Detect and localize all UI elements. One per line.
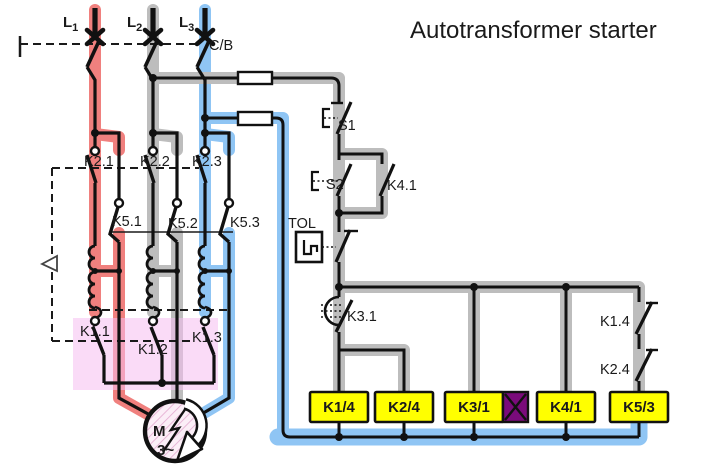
l1-base: L	[63, 14, 72, 31]
motor: M 3~	[142, 398, 208, 464]
s1-blade	[335, 101, 353, 135]
motor-arrow-body	[183, 400, 206, 446]
supply-l1-label: L1	[63, 14, 78, 34]
fuse-x-l1	[84, 27, 106, 47]
supply-l3-label: L3	[179, 14, 194, 34]
k41-blade	[378, 163, 396, 197]
cb-blade-l2	[143, 40, 159, 68]
l1-branch-right	[95, 131, 121, 199]
k5-3-label: K5.3	[230, 215, 260, 231]
control-return-wire	[205, 116, 639, 439]
coil-bottom-stubs	[337, 422, 641, 437]
control-feed-wire	[153, 76, 341, 103]
s1-label: S1	[338, 118, 356, 134]
contactor-coils: K1/4 K2/4 K3/1 K4/1 K5/3	[308, 390, 670, 424]
winding-l3	[197, 244, 206, 310]
k24-blade	[634, 348, 654, 382]
coil-k2-label: K2/4	[388, 399, 420, 416]
motor-arrow-head	[175, 430, 204, 463]
k1-2-label: K1.2	[138, 342, 168, 358]
k2-1-label: K2.1	[84, 154, 114, 170]
actuators	[310, 107, 330, 192]
k14-blade	[634, 301, 654, 335]
control-fuse-l2	[236, 70, 274, 86]
l1-line	[85, 66, 97, 133]
breaker-label: C/B	[209, 38, 233, 54]
k31-timer-arc	[323, 295, 340, 327]
motor-designation: M	[153, 423, 166, 440]
k2-4-label: K2.4	[600, 362, 630, 378]
dotted-links	[313, 117, 343, 318]
linkage-arrow-triangle	[39, 254, 58, 273]
cb-blade-l3	[195, 40, 211, 68]
tol-label: TOL	[288, 216, 316, 232]
k1-2-blade	[149, 326, 164, 356]
k1-3-blade	[201, 326, 216, 356]
diagram-title: Autotransformer starter	[410, 17, 657, 44]
coil-k5	[608, 390, 670, 424]
coil-k5-label: K5/3	[623, 399, 655, 416]
k2-2-blade	[143, 154, 156, 184]
coil-k4	[535, 390, 597, 424]
branch-coil2	[339, 348, 406, 392]
motor-feed-l1	[117, 242, 151, 417]
l2-base: L	[127, 14, 136, 31]
winding-l2	[145, 244, 154, 310]
k5-2-blade	[166, 206, 179, 244]
fuse-x-l2	[142, 27, 164, 47]
motor-system: 3~	[157, 442, 174, 459]
l1-sub: 1	[72, 22, 78, 34]
cb-blade-l1	[85, 40, 101, 68]
timer-x-mark	[504, 393, 527, 421]
k2-3-label: K2.3	[192, 154, 222, 170]
supply-l2-label: L2	[127, 14, 142, 34]
k1-4-label: K1.4	[600, 314, 630, 330]
k1-3-label: K1.3	[192, 330, 222, 346]
junction-dots	[91, 74, 570, 441]
tol-symbol-glyph	[302, 240, 319, 256]
control-fuse-l3	[236, 110, 274, 127]
k1-1-blade	[91, 326, 106, 356]
k2-3-blade	[195, 154, 208, 184]
coil-k1-label: K1/4	[323, 399, 355, 416]
k5-2-label: K5.2	[168, 216, 198, 232]
l3-branch-right	[205, 131, 231, 199]
coil-k1	[308, 390, 370, 424]
fuse-x-marks	[84, 27, 216, 47]
coil-k2	[373, 390, 435, 424]
k5-3-blade	[218, 206, 231, 244]
k3-1-label: K3.1	[347, 309, 377, 325]
l3-sub: 3	[188, 22, 194, 34]
motor-feed-l3	[199, 242, 231, 417]
coil-k4-label: K4/1	[550, 399, 582, 416]
k2-2-label: K2.2	[140, 154, 170, 170]
motor-arrow-tail	[162, 407, 187, 453]
k31-blade	[334, 299, 354, 333]
s2-blade	[335, 163, 353, 197]
k5-1-blade	[108, 206, 121, 244]
winding-l1	[87, 244, 96, 310]
l2-branch-right	[153, 131, 179, 199]
s2-button-bracket	[310, 170, 319, 192]
k41-branch-bottom	[339, 196, 384, 215]
k4-1-label: K4.1	[387, 178, 417, 194]
l3-base: L	[179, 14, 188, 31]
contact-terminals	[89, 145, 235, 327]
l2-sub: 2	[136, 22, 142, 34]
k1-1-label: K1.1	[80, 324, 110, 340]
coil-k3-label: K3/1	[458, 399, 490, 416]
tol-blade	[334, 229, 352, 263]
k5-1-label: K5.1	[112, 214, 142, 230]
k2-1-blade	[85, 154, 98, 184]
star-contactor-highlight-zone	[73, 318, 218, 390]
s2-label: S2	[326, 177, 344, 193]
s1-button-bracket	[321, 107, 330, 129]
k41-branch-top	[339, 152, 384, 164]
control-wires	[153, 76, 658, 439]
fuse-x-l3	[194, 27, 216, 47]
